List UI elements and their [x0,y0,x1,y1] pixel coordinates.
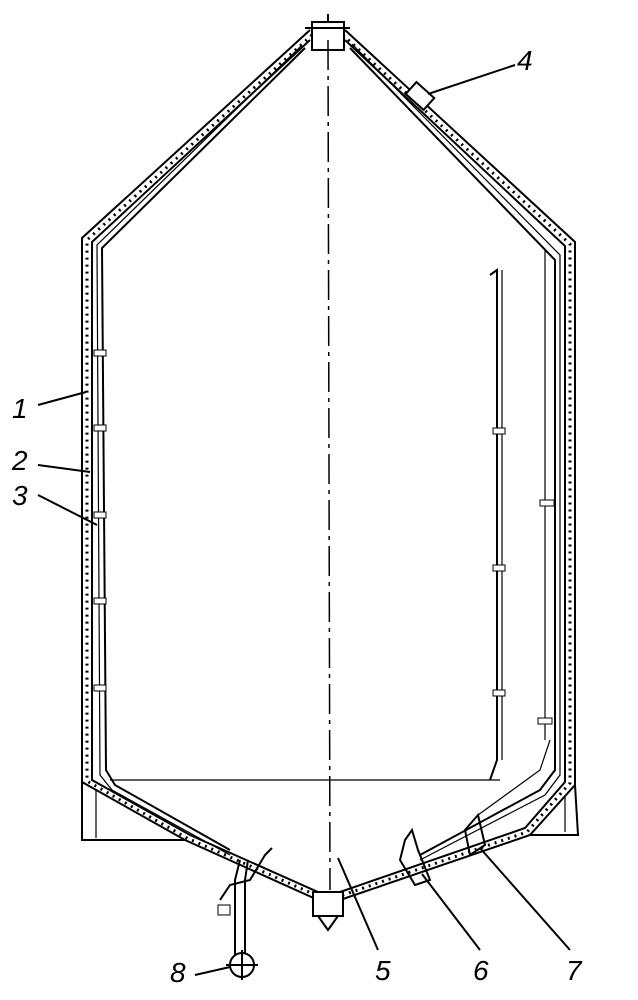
callout-2: 2 [11,445,28,476]
wall-clamps [93,349,555,725]
callout-6: 6 [473,955,489,986]
callout-1: 1 [12,393,28,424]
nozzle-7 [463,739,551,857]
callout-5: 5 [375,955,391,986]
drain-assembly-8 [217,847,273,980]
callout-8: 8 [170,957,186,988]
leader-lines [37,64,571,976]
callout-3: 3 [12,480,28,511]
bottom-fitting [312,891,344,932]
callout-4: 4 [517,45,533,76]
center-axis [327,39,331,891]
callout-7: 7 [566,955,583,986]
nozzle-4 [404,80,436,112]
vessel-inner-wall [96,43,561,861]
internal-pipe [489,268,506,781]
base-support [81,782,580,841]
nozzle-6 [398,827,432,887]
